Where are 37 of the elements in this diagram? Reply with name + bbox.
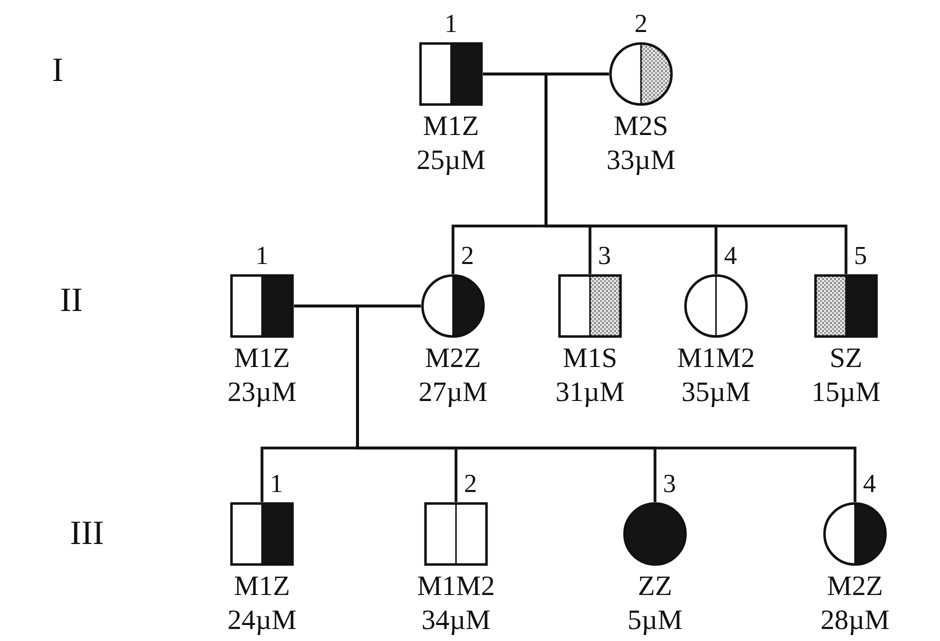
concentration-value: 28µM [819, 606, 891, 636]
genotype-label: M1Z [233, 572, 291, 602]
individual-number: 2 [464, 470, 477, 498]
genotype-label: M2Z [826, 572, 884, 602]
individual-number: 4 [724, 242, 737, 270]
genotype-label: M1S [562, 344, 618, 374]
genotype-label: M2S [612, 112, 670, 142]
concentration-value: 35µM [680, 378, 752, 408]
generation-label: III [70, 515, 104, 553]
concentration-value: 25µM [415, 146, 487, 176]
genotype-label: SZ [828, 344, 864, 374]
genotype-label: M1M2 [676, 344, 756, 374]
individual-number: 5 [854, 242, 867, 270]
individual-number: 2 [634, 10, 648, 38]
individual-number: 2 [461, 242, 474, 270]
individual-number: 3 [598, 242, 611, 270]
generation-label: I [52, 52, 64, 90]
concentration-value: 23µM [226, 378, 298, 408]
concentration-value: 33µM [605, 146, 677, 176]
generation-label: II [60, 282, 83, 320]
descent-line [544, 72, 848, 274]
concentration-value: 31µM [554, 378, 626, 408]
genotype-label: M1Z [233, 344, 291, 374]
individual-number: 1 [444, 10, 458, 38]
concentration-value: 24µM [226, 606, 298, 636]
genotype-label: ZZ [636, 572, 674, 602]
concentration-value: 27µM [417, 378, 489, 408]
concentration-value: 34µM [420, 606, 492, 636]
genotype-label: M1Z [422, 112, 480, 142]
individual-number: 1 [270, 470, 283, 498]
genotype-label: M2Z [424, 344, 482, 374]
individual-number: 1 [254, 242, 270, 270]
genotype-label: M1M2 [416, 572, 496, 602]
concentration-value: 5µM [626, 606, 684, 636]
individual-number: 3 [663, 470, 676, 498]
individual-number: 4 [863, 470, 876, 498]
concentration-value: 15µM [810, 378, 882, 408]
